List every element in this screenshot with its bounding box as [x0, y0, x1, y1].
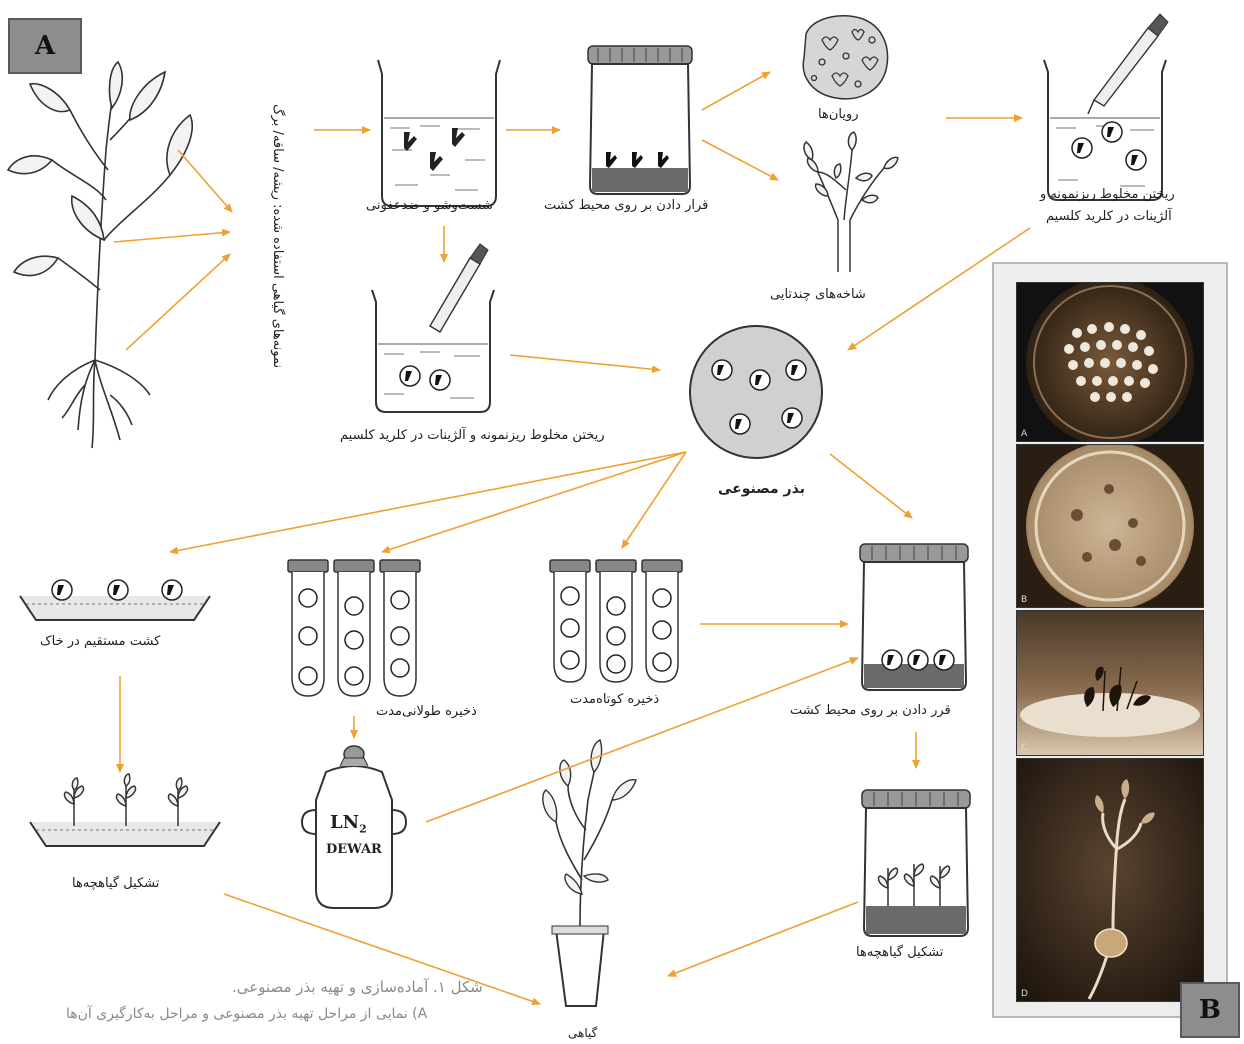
wash-beaker	[378, 60, 500, 206]
caption-line-2: A) نمایی از مراحل تهیه بذر مصنوعی و مراح…	[66, 1006, 427, 1022]
arrow-jar-to-embryos	[702, 72, 770, 110]
label-plant: گیاهی	[568, 1026, 597, 1040]
short-storage-tubes	[550, 560, 682, 682]
soil-tray-seeds	[20, 580, 210, 620]
label-wash: شست‌وشو و ضدعفونی	[366, 198, 493, 213]
label-mix-center: ریختن مخلوط ریزنمونه و آلژینات در کلرید …	[340, 428, 605, 443]
photo-d: D	[1016, 758, 1204, 1002]
photo-d-letter: D	[1021, 989, 1028, 999]
caption-line-1: شکل ۱. آماده‌سازی و تهیه بذر مصنوعی.	[232, 978, 483, 996]
label-short-storage: ذخیره کوتاه‌مدت	[570, 692, 659, 707]
soil-tray-plantlets	[30, 774, 220, 846]
arrow-jar-to-plant	[668, 902, 858, 976]
label-artificial-seed: بذر مصنوعی	[718, 481, 805, 497]
label-plantlets-right: تشکیل گیاهچه‌ها	[856, 945, 943, 960]
photo-a: A	[1016, 282, 1204, 442]
photo-c-letter: C	[1021, 743, 1027, 753]
culture-jar-plantlets	[862, 790, 970, 936]
right-alginate-beaker	[1044, 14, 1168, 200]
arrow-jar-to-shoots	[702, 140, 778, 180]
photo-b-letter: B	[1021, 595, 1027, 605]
culture-jar-top	[588, 46, 692, 194]
arrow-plant-to-note-2	[114, 232, 230, 242]
photo-b: B	[1016, 444, 1204, 608]
center-alginate-beaker	[372, 244, 494, 412]
arrow-dish-to-jar	[830, 454, 912, 518]
panel-a-badge: A	[8, 18, 82, 74]
culture-jar-seeds	[860, 544, 968, 690]
dewar-word: DEWAR	[326, 842, 382, 857]
label-mix-right-2: آلژینات در کلرید کلسیم	[1046, 209, 1172, 224]
arrow-dish-to-short	[622, 452, 686, 548]
arrow-dewar-to-jar	[426, 658, 858, 822]
arrow-plant-to-note-1	[178, 150, 232, 212]
long-storage-tubes	[288, 560, 420, 696]
label-shoots: شاخه‌های چندتایی	[770, 287, 866, 302]
potted-plant	[543, 740, 636, 1006]
label-place-medium: قرار دادن بر روی محیط کشت	[544, 198, 708, 213]
label-place-medium-2: قرر دادن بر روی محیط کشت	[790, 703, 951, 718]
panel-b-badge: B	[1180, 982, 1240, 1038]
label-embryos: رویان‌ها	[818, 107, 859, 122]
label-plantlets-left: تشکیل گیاهچه‌ها	[72, 876, 159, 891]
arrow-center-to-dish	[510, 355, 660, 370]
multiple-shoots-drawing	[804, 132, 898, 272]
dewar-ln: LN	[330, 812, 359, 833]
panel-b-photos: A B C	[992, 262, 1228, 1018]
photo-a-letter: A	[1021, 429, 1027, 439]
label-long-storage: ذخیره طولانی‌مدت	[376, 704, 477, 719]
dewar-ln-sub: 2	[359, 823, 367, 836]
label-mix-right-1: ریختن مخلوط ریزنمونه و	[1040, 187, 1175, 202]
embryos-blob	[803, 16, 887, 99]
artificial-seed-dish	[690, 326, 822, 458]
arrow-plant-to-note-3	[126, 254, 230, 350]
plant-specimen-drawing	[8, 62, 192, 448]
photo-c: C	[1016, 610, 1204, 756]
label-direct-soil: کشت مستقیم در خاک	[40, 634, 160, 649]
specimen-note: نمونه‌های گیاهی استفاده شده: ریشه/ ساقه/…	[270, 38, 285, 368]
dewar-ln-label: LN2	[330, 812, 367, 836]
